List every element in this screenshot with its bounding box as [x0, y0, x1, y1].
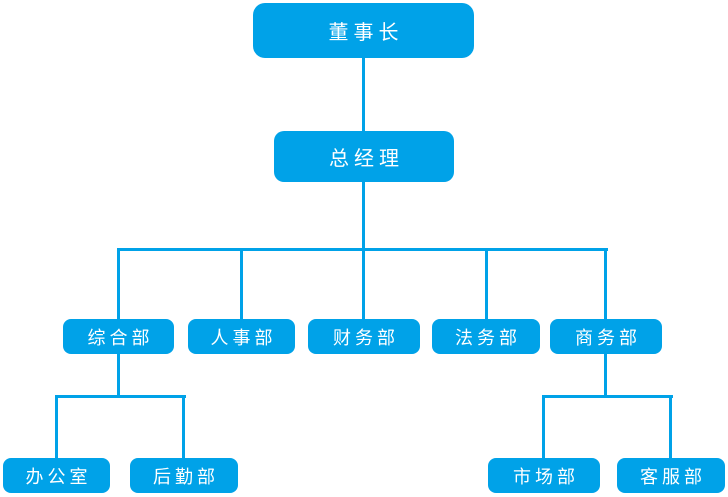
org-node-dept-finance-label: 财务部 [333, 327, 399, 348]
org-node-chairman[interactable]: 董事长 [253, 3, 474, 58]
connector-drop-marketing [542, 395, 545, 458]
connector-general-affairs-down [117, 354, 120, 398]
connector-departments-horizontal [117, 248, 608, 251]
org-node-chairman-label: 董事长 [328, 22, 404, 44]
org-node-dept-hr[interactable]: 人事部 [188, 319, 295, 354]
connector-general-affairs-horizontal [55, 395, 186, 398]
connector-chairman-gm [362, 58, 365, 131]
connector-drop-logistics [182, 395, 185, 458]
connector-drop-customer-service [669, 395, 672, 458]
connector-drop-business [604, 248, 607, 319]
org-node-dept-finance[interactable]: 财务部 [308, 319, 420, 354]
org-node-office[interactable]: 办公室 [3, 458, 110, 493]
connector-business-down [604, 354, 607, 398]
connector-drop-hr [240, 248, 243, 319]
org-node-marketing[interactable]: 市场部 [488, 458, 600, 493]
connector-drop-office [55, 395, 58, 458]
org-node-marketing-label: 市场部 [513, 466, 579, 487]
org-node-office-label: 办公室 [25, 466, 92, 487]
org-node-dept-general-affairs-label: 综合部 [87, 327, 154, 348]
org-node-dept-hr-label: 人事部 [210, 327, 277, 348]
org-node-dept-business-label: 商务部 [575, 327, 641, 348]
connector-business-horizontal [542, 395, 673, 398]
org-node-logistics[interactable]: 后勤部 [130, 458, 238, 493]
org-node-general-manager-label: 总经理 [329, 148, 404, 170]
org-node-customer-service[interactable]: 客服部 [617, 458, 725, 493]
org-node-dept-legal[interactable]: 法务部 [432, 319, 540, 354]
connector-drop-general-affairs [117, 248, 120, 319]
org-node-dept-general-affairs[interactable]: 综合部 [63, 319, 174, 354]
org-node-dept-legal-label: 法务部 [455, 327, 521, 348]
org-node-general-manager[interactable]: 总经理 [274, 131, 454, 182]
org-node-dept-business[interactable]: 商务部 [550, 319, 662, 354]
org-node-customer-service-label: 客服部 [640, 466, 706, 487]
org-node-logistics-label: 后勤部 [153, 466, 219, 487]
connector-drop-legal [485, 248, 488, 319]
